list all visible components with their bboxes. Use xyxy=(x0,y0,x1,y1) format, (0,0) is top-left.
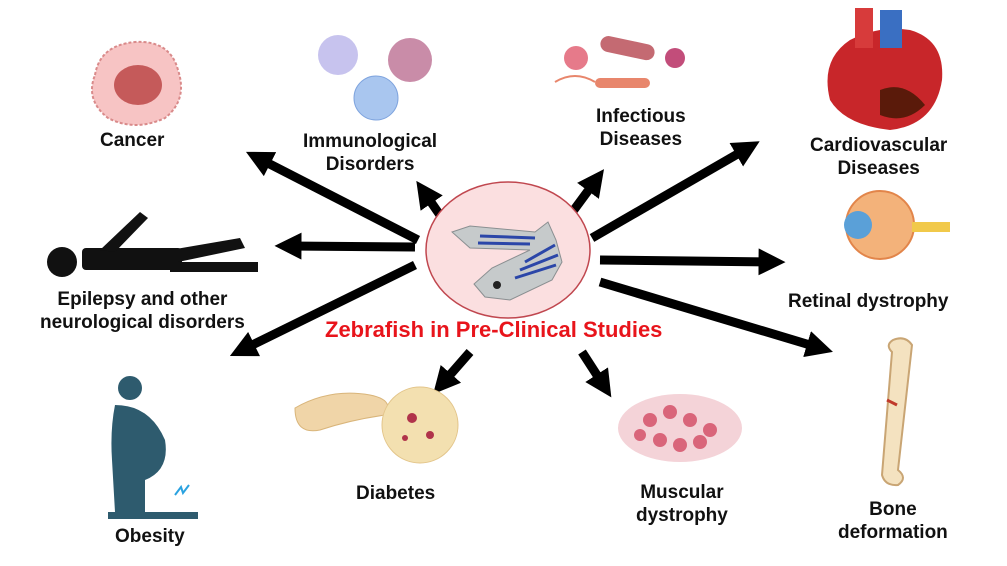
label-line: Diseases xyxy=(599,129,683,150)
muscle-tissue-icon xyxy=(618,394,742,462)
label-bone: Bone deformation xyxy=(838,498,948,544)
arrow-obesity xyxy=(229,260,417,357)
cancer-cell-icon xyxy=(91,40,182,126)
label-cardiovascular: Cardiovascular Diseases xyxy=(810,134,947,180)
heart-icon xyxy=(827,8,943,130)
label-retinal: Retinal dystrophy xyxy=(788,291,949,312)
label-obesity: Obesity xyxy=(115,526,185,547)
center-circle xyxy=(425,181,591,319)
obesity-person-icon xyxy=(108,376,198,519)
label-line: dystrophy xyxy=(636,505,728,526)
label-immunological: Immunological Disorders xyxy=(303,130,437,176)
arrow-cancer xyxy=(245,151,421,245)
label-line: Immunological xyxy=(303,131,438,152)
label-line: Epilepsy and other xyxy=(57,289,228,310)
label-line: Infectious xyxy=(596,106,686,127)
label-muscular: Muscular dystrophy xyxy=(636,481,728,527)
immune-cells-icon xyxy=(318,35,432,121)
pancreas-icon xyxy=(294,386,459,464)
diagram-title: Zebrafish in Pre-Clinical Studies xyxy=(325,317,663,342)
arrow-bone xyxy=(598,277,833,358)
label-line: Bone xyxy=(869,499,917,520)
arrow-cardiovascular xyxy=(589,141,760,242)
label-line: Diseases xyxy=(837,158,920,179)
zebrafish-icon xyxy=(451,221,563,301)
seizure-person-icon xyxy=(47,212,258,277)
arrow-retinal xyxy=(599,248,786,276)
pathogens-icon xyxy=(554,36,685,88)
label-line: Disorders xyxy=(325,154,415,175)
label-diabetes: Diabetes xyxy=(356,483,436,504)
label-cancer: Cancer xyxy=(100,130,165,151)
arrow-muscular xyxy=(578,349,612,398)
eye-icon xyxy=(844,190,950,260)
label-line: deformation xyxy=(838,522,948,543)
arrow-epilepsy xyxy=(274,232,416,260)
label-epilepsy: Epilepsy and other neurological disorder… xyxy=(40,288,245,334)
label-line: Cardiovascular xyxy=(810,135,948,156)
label-line: neurological disorders xyxy=(40,312,245,333)
arrow-diabetes xyxy=(433,349,474,395)
bone-icon xyxy=(880,337,914,487)
label-line: Muscular xyxy=(640,482,724,503)
label-infectious: Infectious Diseases xyxy=(596,105,686,151)
